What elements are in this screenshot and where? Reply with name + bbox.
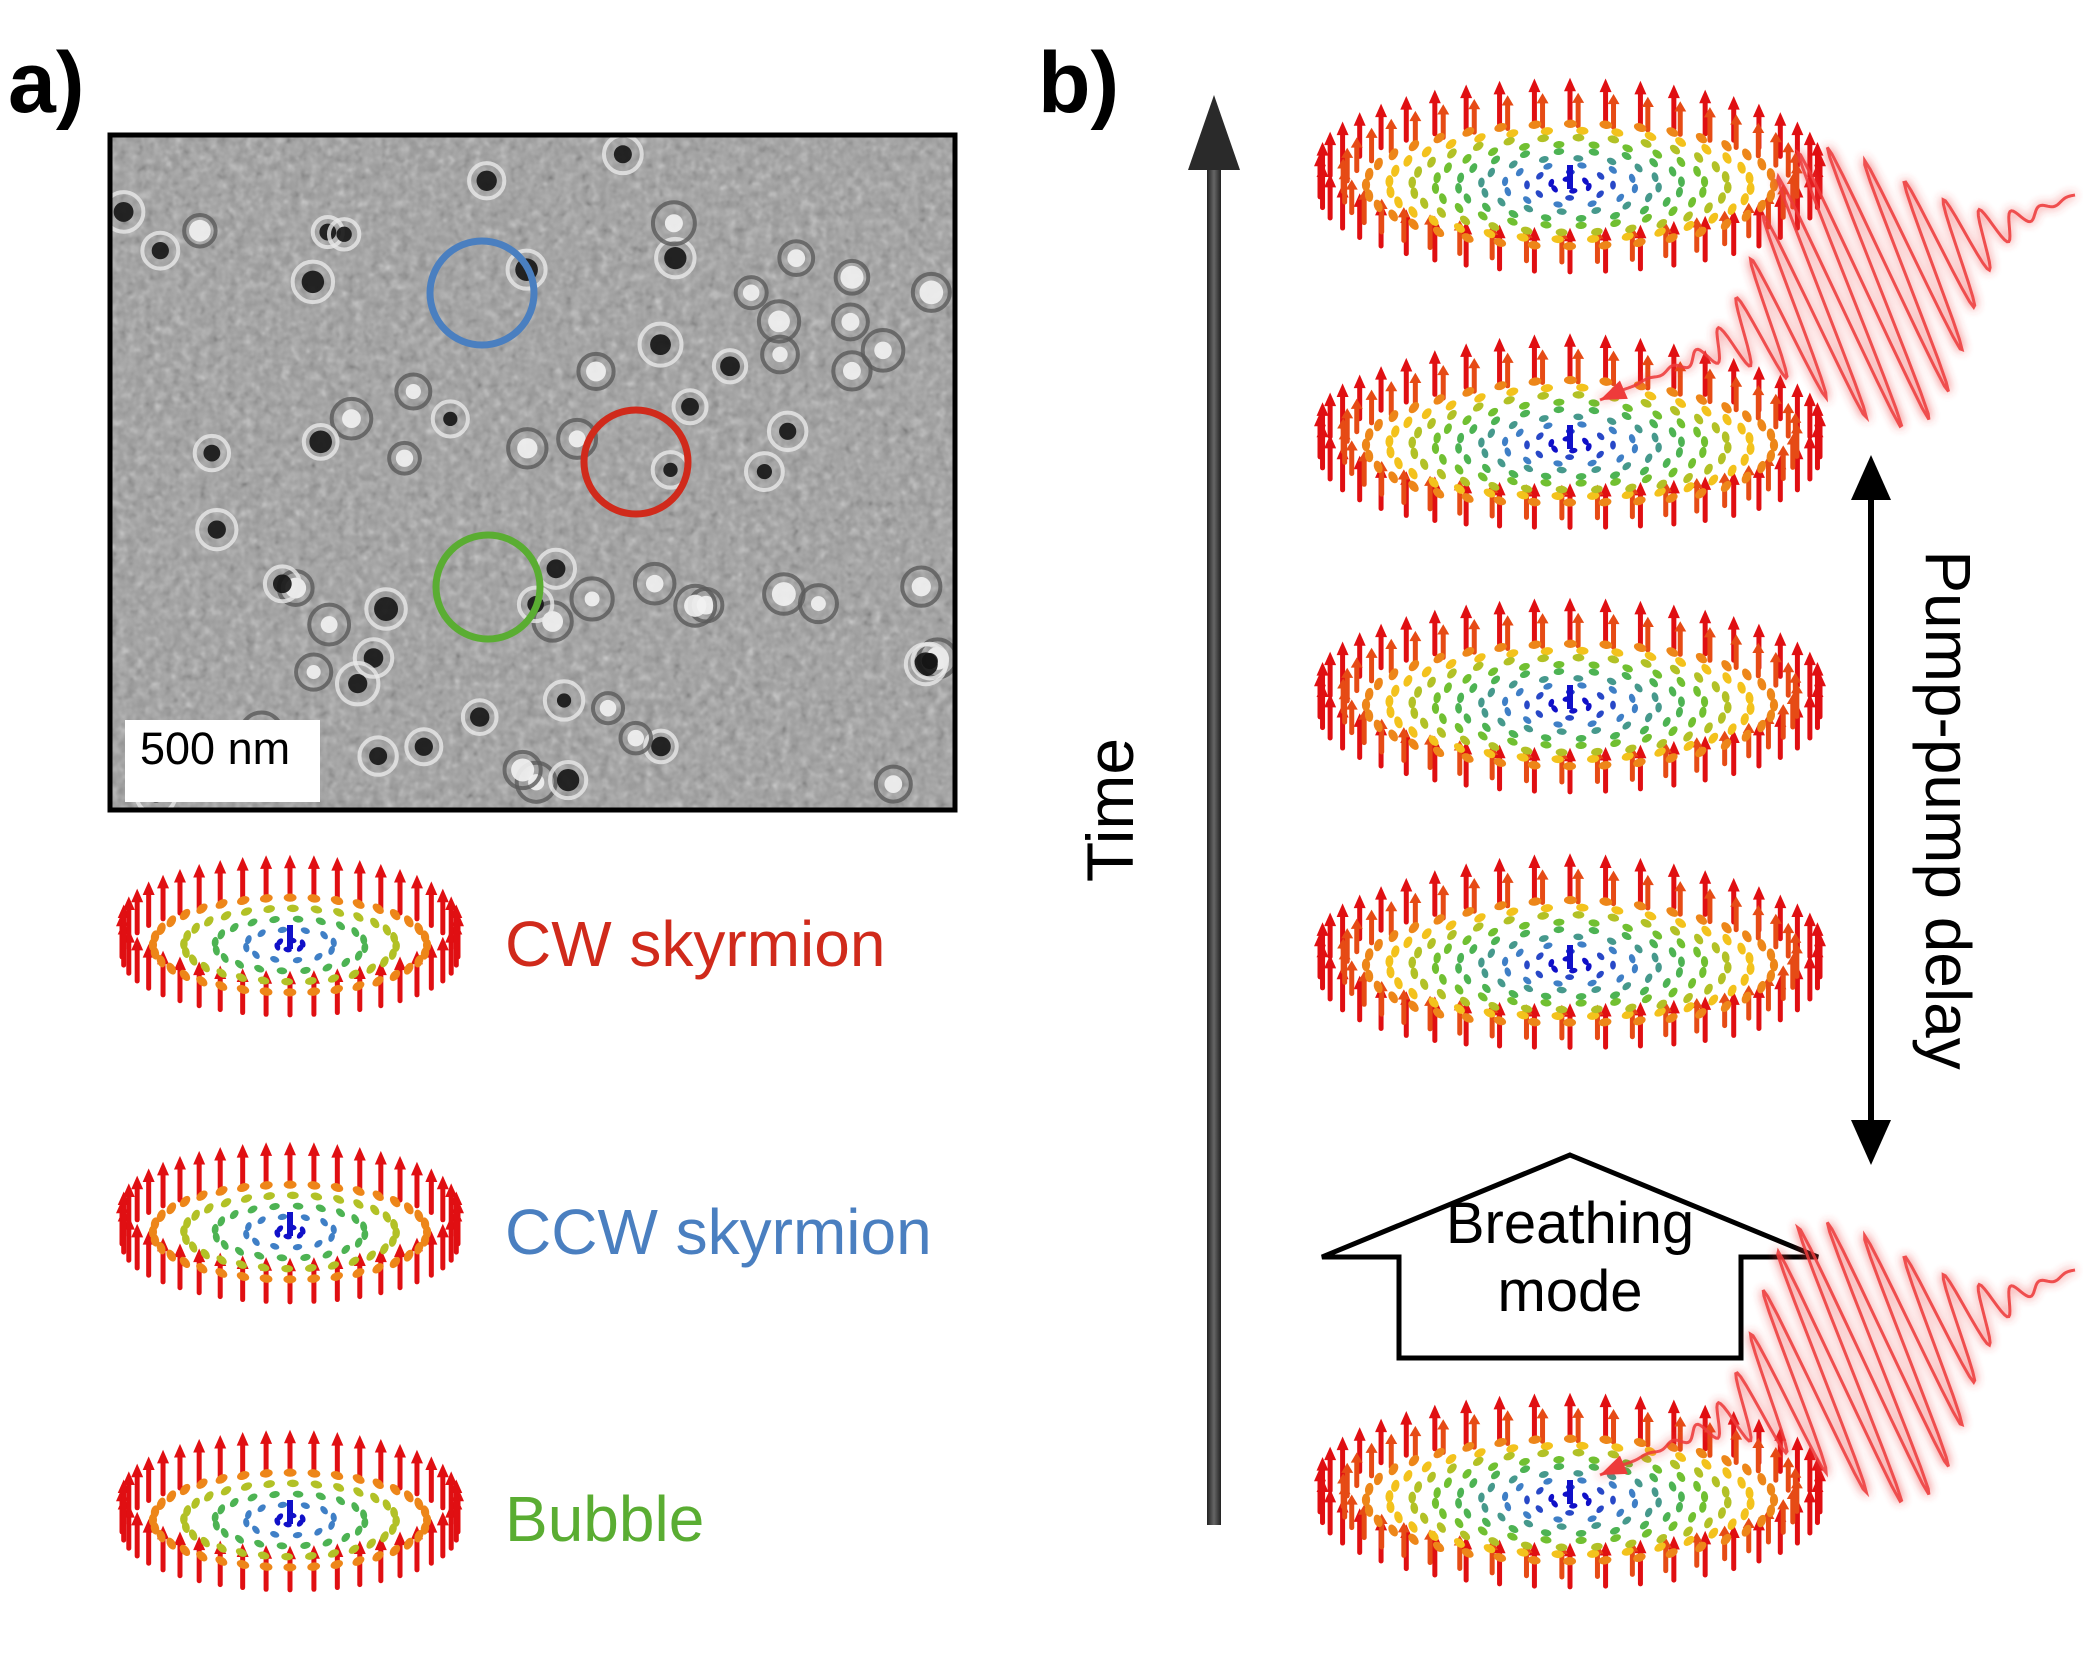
skyrmion-disk xyxy=(1314,333,1826,530)
breathing-mode-arrow xyxy=(1321,1152,1819,1361)
skyrmion-disk xyxy=(1314,77,1826,275)
legend-textures xyxy=(116,854,464,1593)
skyrmion-disk xyxy=(1314,597,1826,795)
time-axis-label: Time xyxy=(1073,737,1147,883)
legend-texture xyxy=(116,854,464,1018)
panel-a-label: a) xyxy=(8,35,85,131)
breathing-line-1: Breathing xyxy=(1445,1191,1695,1256)
micrograph xyxy=(107,132,958,813)
legend-bubble-label: Bubble xyxy=(505,1483,705,1555)
legend-texture xyxy=(116,1429,464,1593)
pump-pump-delay-label: Pump-pump delay xyxy=(1912,550,1984,1070)
skyrmion-disk xyxy=(1314,1392,1826,1590)
pump-pulse-bottom xyxy=(1599,1221,2076,1504)
delay-double-arrow xyxy=(1851,455,1891,1165)
skyrmion-stack xyxy=(1314,77,1826,1590)
legend-cw-label: CW skyrmion xyxy=(505,908,886,980)
scale-bar-box xyxy=(125,720,320,802)
pump-pulse-top xyxy=(1599,146,2076,429)
legend-texture xyxy=(116,1141,464,1305)
time-arrow xyxy=(1188,95,1240,1525)
breathing-line-2: mode xyxy=(1497,1259,1643,1324)
bubble-highlight-circle xyxy=(432,531,544,643)
skyrmion-disk xyxy=(1314,853,1826,1050)
panel-b-label: b) xyxy=(1038,35,1120,131)
cw-highlight-circle xyxy=(580,406,692,518)
legend-ccw-label: CCW skyrmion xyxy=(505,1196,932,1268)
breathing-mode-label: Breathing mode xyxy=(1400,1190,1740,1326)
scale-bar-label: 500 nm xyxy=(140,723,291,774)
ccw-highlight-circle xyxy=(426,237,538,349)
